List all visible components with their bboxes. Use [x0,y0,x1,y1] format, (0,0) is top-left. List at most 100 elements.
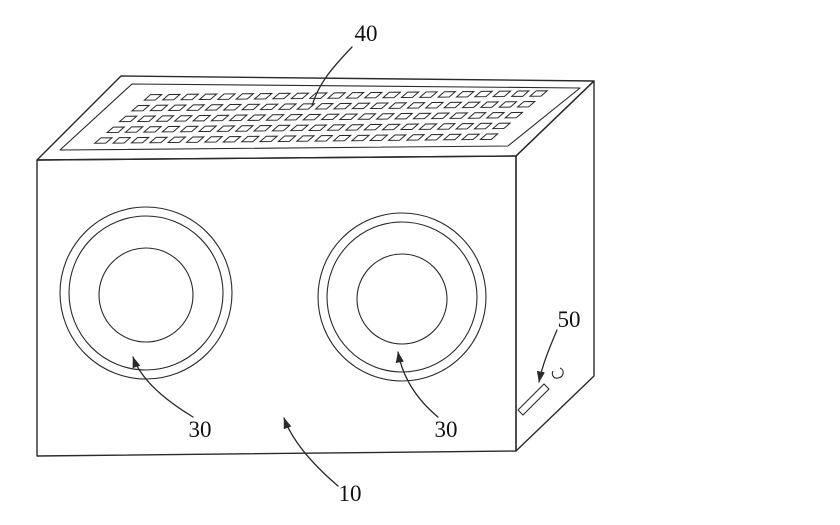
connector-pin [551,367,564,379]
vent-slot [163,94,180,100]
speaker-right [317,212,487,382]
vent-slot [309,125,326,131]
vent-slot [248,115,265,121]
vent-slot [162,126,179,132]
vent-slot [181,126,198,132]
vent-slot [199,126,216,132]
vent-slot [462,134,479,140]
vent-slot [481,102,498,108]
speaker-left-inner-ring [68,215,224,371]
vent-slot [530,91,547,97]
speaker-left-dust-cap [98,247,194,343]
vent-slot [316,104,333,110]
vent-slot [346,125,363,131]
vent-slot [297,136,314,142]
leader-line-50 [536,329,558,383]
label-speaker-left: 30 [189,417,212,442]
vent-slot [291,125,308,131]
vent-slot [291,93,308,99]
vent-slot [334,103,351,109]
vent-slot [303,114,320,120]
vent-slot [389,103,406,109]
vent-slot [187,137,204,143]
vent-slot [456,124,473,130]
vent-slot [230,115,247,121]
vent-slot [352,103,369,109]
vent-slot [395,113,412,119]
vent-slot [457,91,474,97]
vent-slot [107,127,124,133]
label-connector: 50 [558,307,581,332]
vent-slot [279,104,296,110]
label-speaker-right: 30 [435,417,458,442]
vent-slot [113,138,130,144]
vent-slot [205,105,222,111]
vent-slot [358,114,375,120]
vent-slot [255,93,272,99]
vent-slot [223,136,240,142]
vent-slot [315,136,332,142]
vent-grid-slots [95,91,547,144]
vent-slot [261,104,278,110]
vent-slot [132,137,149,143]
vent-slot [254,126,271,132]
vent-slot [285,115,302,121]
vent-slot [444,134,461,140]
vent-slot [193,115,210,121]
vent-slot [383,124,400,130]
vent-slot [150,137,167,143]
vent-slot [438,92,455,98]
vent-slot [132,105,149,111]
connector-detail [517,367,564,416]
vent-slot [407,135,424,141]
vent-slot [389,135,406,141]
leader-lines [132,46,558,487]
vent-slot [273,93,290,99]
leader-line-30-right [395,351,439,418]
box-front-face [36,155,517,457]
vent-slot [425,134,442,140]
vent-slot [266,115,283,121]
vent-slot [328,93,345,99]
vent-slot [371,103,388,109]
vent-slot [499,102,516,108]
vent-slot [168,137,185,143]
vent-slot [272,125,289,131]
leader-line-30-left [132,356,194,418]
vent-slot [475,91,492,97]
vent-slot [236,126,253,132]
vent-slot [334,135,351,141]
enclosure-box [36,75,595,457]
vent-slot [518,102,535,108]
vent-slot [297,104,314,110]
connector-slot [517,383,550,416]
vent-slot [365,92,382,98]
vent-slot [169,105,186,111]
vent-slot [420,92,437,98]
vent-slot [260,136,277,142]
vent-slot [211,115,228,121]
box-right-face [515,80,595,452]
vent-slot [144,95,161,101]
vent-slot [480,134,497,140]
vent-slot [426,102,443,108]
vent-slot [187,105,204,111]
vent-slot [175,116,192,122]
vent-slot [383,92,400,98]
vent-slot [419,124,436,130]
vent-slot [340,114,357,120]
vent-slot [242,104,259,110]
reference-labels: 40 30 30 10 50 [189,21,581,506]
label-vent-panel: 40 [355,21,378,46]
vent-slot [413,113,430,119]
vent-slot [493,123,510,129]
vent-slot [150,105,167,111]
speaker-left-outer-ring [59,206,233,380]
vent-slot [377,114,394,120]
vent-slot [438,124,455,130]
vent-slot [463,102,480,108]
vent-slot [278,136,295,142]
vent-slot [95,138,112,144]
speaker-right-inner-ring [326,221,478,373]
vent-slot [242,136,259,142]
